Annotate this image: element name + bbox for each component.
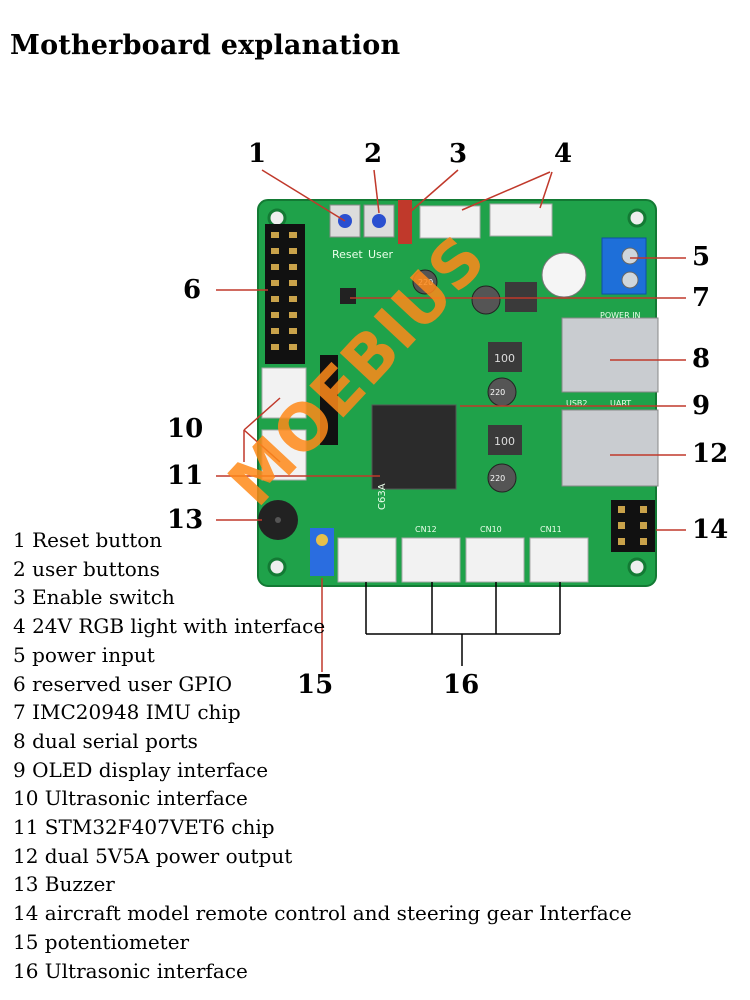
legend-item: 2 user buttons [13,556,160,581]
callout-line-4b [539,171,553,209]
mounting-hole [267,557,287,577]
mounting-hole [267,208,287,228]
callout-line-10a [243,397,281,431]
inductor [488,425,522,455]
callout-12: 12 [692,439,729,469]
silk-user: User [368,248,394,261]
callout-1: 1 [248,139,267,169]
callout-9: 9 [692,391,711,421]
rgb-connector [489,203,553,237]
callout-line-1 [261,169,346,222]
rgb-connector [419,205,481,239]
silk-chip: C63A [377,483,388,510]
callout-10: 10 [167,414,204,444]
ultrasonic-connector [261,367,307,419]
callout-3: 3 [449,139,468,169]
ultrasonic-connector [261,429,307,481]
callout-line-10b [243,429,281,463]
imu-chip [340,288,356,304]
legend-item: 9 OLED display interface [13,757,269,782]
callout-13: 13 [167,505,204,535]
silk-cn11: CN11 [540,525,562,534]
legend-item: 10 Ultrasonic interface [13,786,248,811]
callout-14: 14 [692,515,729,545]
enable-switch [398,200,412,244]
mounting-hole [627,557,647,577]
callout-8: 8 [692,344,711,374]
capacitor [541,252,587,298]
legend-item: 3 Enable switch [13,585,175,610]
gpio-header [265,224,305,364]
callout-2: 2 [364,139,383,169]
pcb-board [257,199,657,587]
power-output-port [561,409,659,487]
silk-cap3: 220 [490,474,505,483]
ultrasonic-connector [465,537,525,583]
ultrasonic-connector [337,537,397,583]
silk-inductor2: 100 [494,435,515,448]
silk-uart: UART [610,399,631,408]
capacitor [471,285,501,315]
mounting-hole [627,208,647,228]
callout-15: 15 [297,670,334,700]
ultrasonic-connector [401,537,461,583]
legend-item: 4 24V RGB light with interface [13,614,326,639]
reset-button [329,204,361,238]
callout-line-3 [409,169,459,213]
callout-5: 5 [692,242,711,272]
legend-item: 8 dual serial ports [13,728,198,753]
page-title: Motherboard explanation [10,30,401,61]
legend-item: 5 power input [13,642,155,667]
component-legend: 1 Reset button 2 user buttons 3 Enable s… [13,526,632,985]
silk-power-in: POWER IN [600,311,641,320]
legend-item: 13 Buzzer [13,872,115,897]
silk-reset: Reset [332,248,363,261]
callout-16: 16 [443,670,480,700]
silk-usb2: USB2 [566,399,588,408]
legend-item: 7 IMC20948 IMU chip [13,700,241,725]
ultrasonic-connector [529,537,589,583]
callout-line-2 [373,169,380,214]
inductor [488,342,522,372]
callout-4: 4 [554,139,573,169]
serial-port [561,317,659,393]
silk-cn12: CN12 [415,525,437,534]
silk-cap1: 220 [418,278,433,287]
legend-item: 1 Reset button [13,528,163,552]
legend-item: 11 STM32F407VET6 chip [13,815,275,840]
legend-item: 15 potentiometer [13,929,190,954]
capacitor [412,269,438,295]
legend-item: 14 aircraft model remote control and ste… [13,901,632,926]
silk-cn10: CN10 [480,525,502,534]
legend-item: 12 dual 5V5A power output [13,843,293,868]
inductor [505,282,537,312]
callout-6: 6 [183,275,202,305]
callout-line-4a [461,171,551,211]
callout-11: 11 [167,461,204,491]
silk-cap2: 220 [490,388,505,397]
legend-item: 16 Ultrasonic interface [13,958,248,983]
capacitor [487,463,517,493]
silk-inductor1: 100 [494,352,515,365]
legend-item: 6 reserved user GPIO [13,671,233,696]
mcu-chip [371,404,457,490]
callout-7: 7 [692,283,711,313]
oled-header [320,355,338,445]
